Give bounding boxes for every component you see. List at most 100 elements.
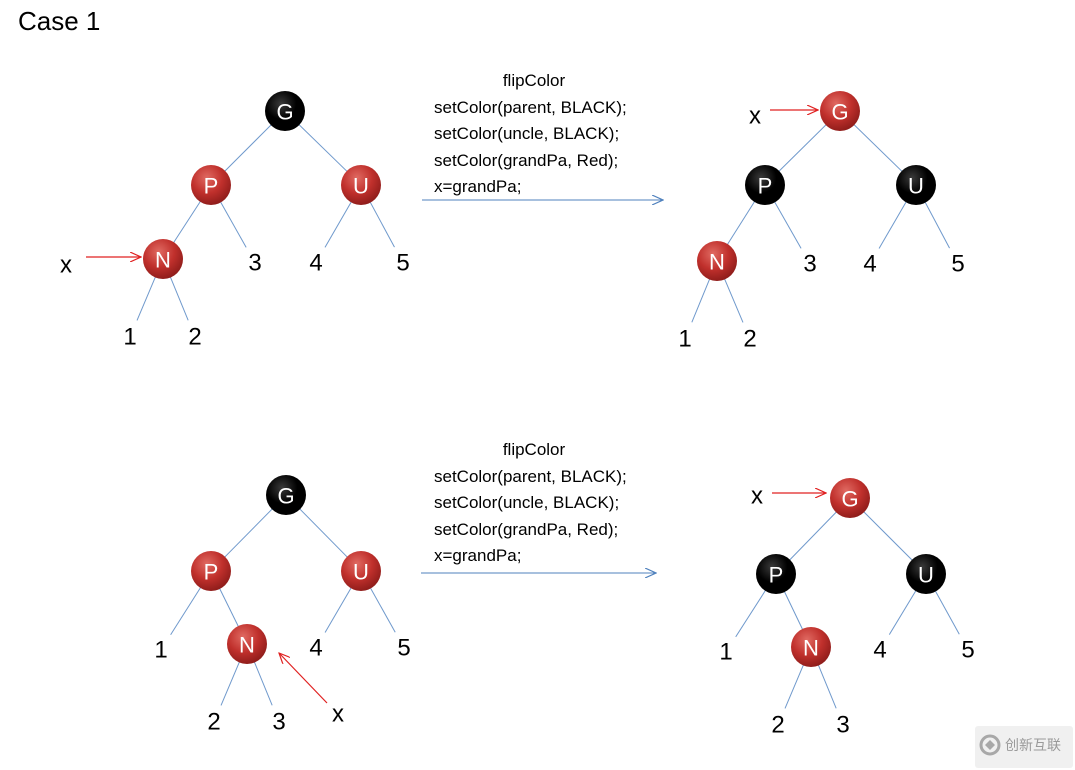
subtree-leaf-label: 4 — [309, 635, 322, 662]
subtree-leaf-label: 1 — [154, 637, 167, 664]
node-label: P — [204, 174, 219, 199]
tree-edge — [777, 123, 828, 173]
tree-node-p — [191, 551, 231, 591]
operation-line: x=grandPa; — [434, 546, 522, 565]
tree-node-p — [756, 554, 796, 594]
subtree-leaf-label: 3 — [248, 250, 261, 277]
tree-edge — [369, 586, 396, 633]
operation-line: setColor(uncle, BLACK); — [434, 124, 620, 143]
operation-line: setColor(grandPa, Red); — [434, 519, 619, 539]
operation-label: flipColor — [502, 71, 566, 90]
tree-edge — [324, 586, 353, 633]
subtree-leaf-label: 5 — [396, 250, 409, 277]
tree-edge — [817, 663, 837, 709]
tree-edge — [324, 200, 353, 248]
tree-edge — [170, 585, 202, 636]
pointer-label: x — [60, 252, 72, 279]
tree-edge — [862, 510, 914, 562]
subtree-leaf-label: 2 — [207, 709, 220, 736]
tree-edge — [878, 200, 908, 249]
tree-edge — [691, 277, 711, 323]
subtree-leaf-label: 2 — [771, 712, 784, 739]
tree-node-n — [697, 241, 737, 281]
subtree-leaf-label: 4 — [863, 251, 876, 278]
tree-node-g — [265, 91, 305, 131]
tree-edge — [934, 589, 960, 635]
tree-edge — [788, 510, 838, 562]
tree-edge — [253, 660, 273, 706]
node-label: G — [831, 100, 848, 125]
subtree-leaf-label: 1 — [123, 324, 136, 351]
node-label: U — [353, 560, 369, 585]
tree-edge — [218, 586, 240, 629]
subtree-leaf-label: 4 — [873, 637, 886, 664]
operation-line: setColor(grandPa, Red); — [434, 150, 619, 170]
tree-edge — [298, 507, 349, 559]
operation-line: setColor(parent, BLACK); — [434, 466, 627, 486]
subtree-leaf-label: 5 — [397, 635, 410, 662]
tree-edge — [924, 200, 950, 249]
tree-node-g — [266, 475, 306, 515]
tree-edge — [852, 123, 904, 173]
node-label: N — [239, 633, 255, 658]
tree-edge — [723, 277, 744, 323]
node-label: U — [353, 174, 369, 199]
node-label: N — [155, 248, 171, 273]
operation-block-top: flipColor setColor(parent, BLACK); setCo… — [434, 68, 664, 201]
brand-logo-icon — [979, 734, 1001, 756]
tree-node-u — [896, 165, 936, 205]
pointer-label: x — [751, 483, 763, 510]
operation-block-bottom: flipColor setColor(parent, BLACK); setCo… — [434, 437, 664, 570]
operation-label: flipColor — [502, 440, 566, 459]
node-label: G — [841, 487, 858, 512]
pointer-label: x — [749, 103, 761, 130]
tree-edge — [172, 199, 202, 245]
tree-edge — [223, 507, 274, 559]
tree-edge — [297, 123, 349, 173]
tree-node-u — [341, 551, 381, 591]
tree-edge — [888, 589, 918, 635]
node-label: P — [758, 174, 773, 199]
subtree-leaf-label: 2 — [743, 326, 756, 353]
pointer-arrow — [279, 653, 328, 704]
operation-line: x=grandPa; — [434, 177, 522, 196]
page-title: Case 1 — [18, 6, 101, 36]
tree-edge — [220, 660, 241, 706]
pointer-label: x — [332, 701, 344, 728]
tree-edge — [735, 588, 767, 638]
tree-edge — [169, 275, 189, 321]
node-label: U — [918, 563, 934, 588]
node-label: P — [769, 563, 784, 588]
operation-line: setColor(parent, BLACK); — [434, 97, 627, 117]
tree-edge — [369, 200, 395, 248]
operation-line: setColor(uncle, BLACK); — [434, 493, 620, 512]
subtree-leaf-label: 5 — [951, 251, 964, 278]
subtree-leaf-label: 3 — [272, 709, 285, 736]
watermark: 创新互联 — [975, 726, 1073, 768]
tree-node-g — [830, 478, 870, 518]
subtree-leaf-label: 1 — [678, 326, 691, 353]
node-label: P — [204, 560, 219, 585]
subtree-leaf-label: 2 — [188, 324, 201, 351]
tree-edge — [783, 590, 804, 631]
node-label: N — [803, 636, 819, 661]
tree-edge — [773, 200, 802, 249]
subtree-leaf-label: 3 — [836, 712, 849, 739]
tree-node-g — [820, 91, 860, 131]
tree-node-p — [191, 165, 231, 205]
tree-edge — [726, 199, 756, 247]
tree-node-p — [745, 165, 785, 205]
tree-node-n — [143, 239, 183, 279]
tree-node-n — [791, 627, 831, 667]
node-label: G — [276, 100, 293, 125]
subtree-leaf-label: 5 — [961, 637, 974, 664]
subtree-leaf-label: 1 — [719, 639, 732, 666]
tree-edge — [219, 200, 247, 248]
tree-edge — [784, 663, 805, 709]
node-label: N — [709, 250, 725, 275]
tree-edge — [223, 123, 273, 173]
node-label: U — [908, 174, 924, 199]
watermark-text: 创新互联 — [1005, 737, 1061, 753]
tree-edge — [136, 275, 157, 321]
